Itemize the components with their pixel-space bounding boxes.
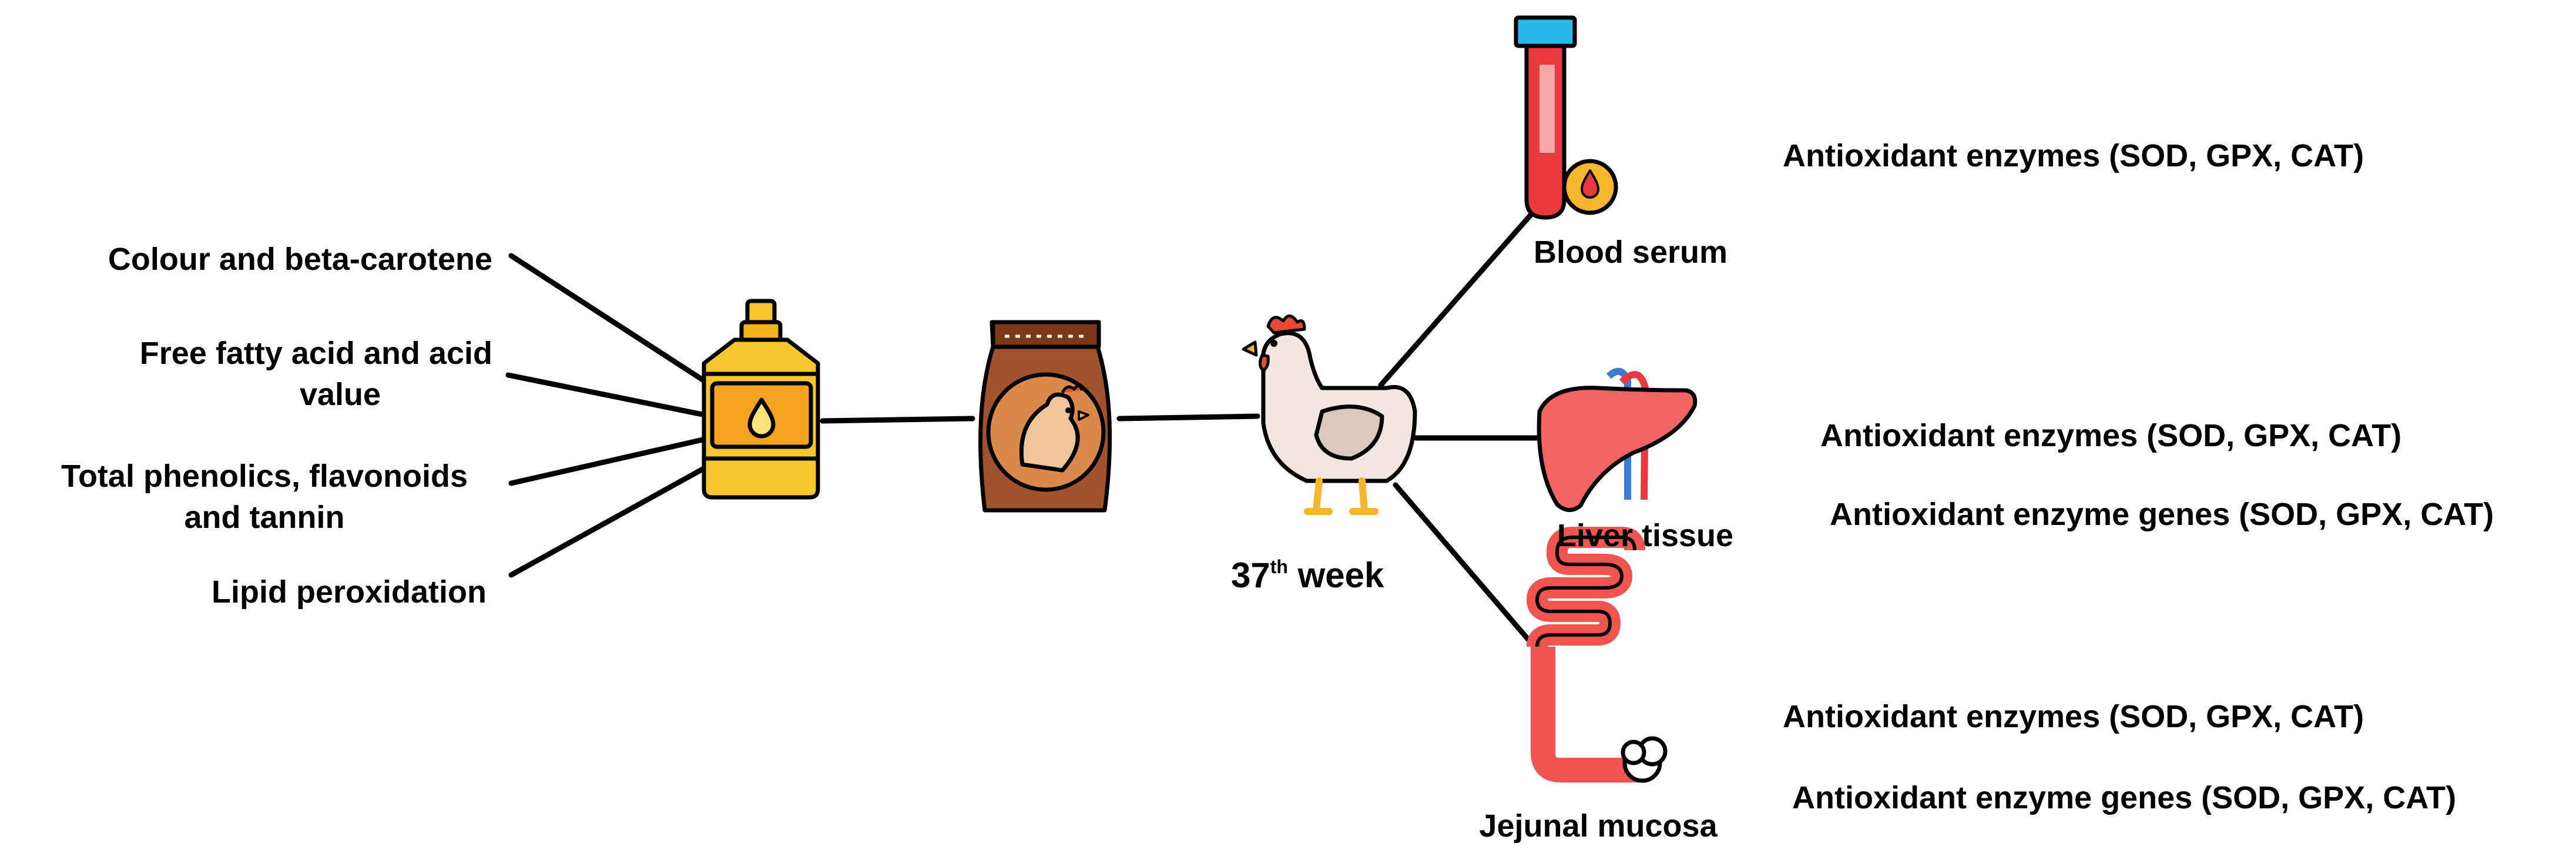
oil-bottle-icon <box>702 299 820 500</box>
label-liver-tissue: Liver tissue <box>1557 518 1734 553</box>
label-week: 37th week <box>1231 555 1384 596</box>
label-jejunal-antioxidant-genes: Antioxidant enzyme genes (SOD, GPX, CAT) <box>1792 780 2457 815</box>
connector-oil-feed <box>820 416 975 424</box>
label-total-phenolics: Total phenolics, flavonoids and tannin <box>29 456 499 538</box>
feed-bag-icon <box>978 320 1112 513</box>
label-blood-antioxidant-enzymes: Antioxidant enzymes (SOD, GPX, CAT) <box>1783 138 2364 173</box>
connector-hen-blood <box>1378 209 1537 388</box>
label-total-phenolics-line2: and tannin <box>184 500 345 535</box>
connector-phenolics <box>508 433 721 486</box>
label-free-fatty-acid-line2: value <box>299 377 381 412</box>
label-colour-beta-carotene: Colour and beta-carotene <box>108 242 492 277</box>
label-free-fatty-acid: Free fatty acid and acid value <box>35 333 492 415</box>
connector-hen-jejunal <box>1393 482 1542 655</box>
liver-icon <box>1537 367 1698 512</box>
label-total-phenolics-line1: Total phenolics, flavonoids <box>61 459 468 494</box>
label-blood-serum: Blood serum <box>1533 235 1728 270</box>
connector-feed-hen <box>1116 413 1260 422</box>
label-jejunal-antioxidant-enzymes: Antioxidant enzymes (SOD, GPX, CAT) <box>1783 699 2364 734</box>
intestine-icon <box>1527 527 1668 783</box>
label-lipid-peroxidation: Lipid peroxidation <box>212 574 487 610</box>
label-jejunal-mucosa: Jejunal mucosa <box>1479 808 1718 844</box>
week-number: 37 <box>1231 556 1270 595</box>
label-liver-antioxidant-enzymes: Antioxidant enzymes (SOD, GPX, CAT) <box>1820 418 2402 453</box>
connector-ffa <box>505 372 720 420</box>
week-word: week <box>1287 556 1384 595</box>
label-free-fatty-acid-line1: Free fatty acid and acid <box>139 336 492 371</box>
connector-lipid <box>508 454 727 578</box>
week-superscript: th <box>1270 556 1288 577</box>
blood-tube-icon <box>1514 15 1618 220</box>
hen-icon <box>1242 315 1417 515</box>
connector-colour <box>508 253 723 394</box>
label-liver-antioxidant-genes: Antioxidant enzyme genes (SOD, GPX, CAT) <box>1830 497 2494 532</box>
